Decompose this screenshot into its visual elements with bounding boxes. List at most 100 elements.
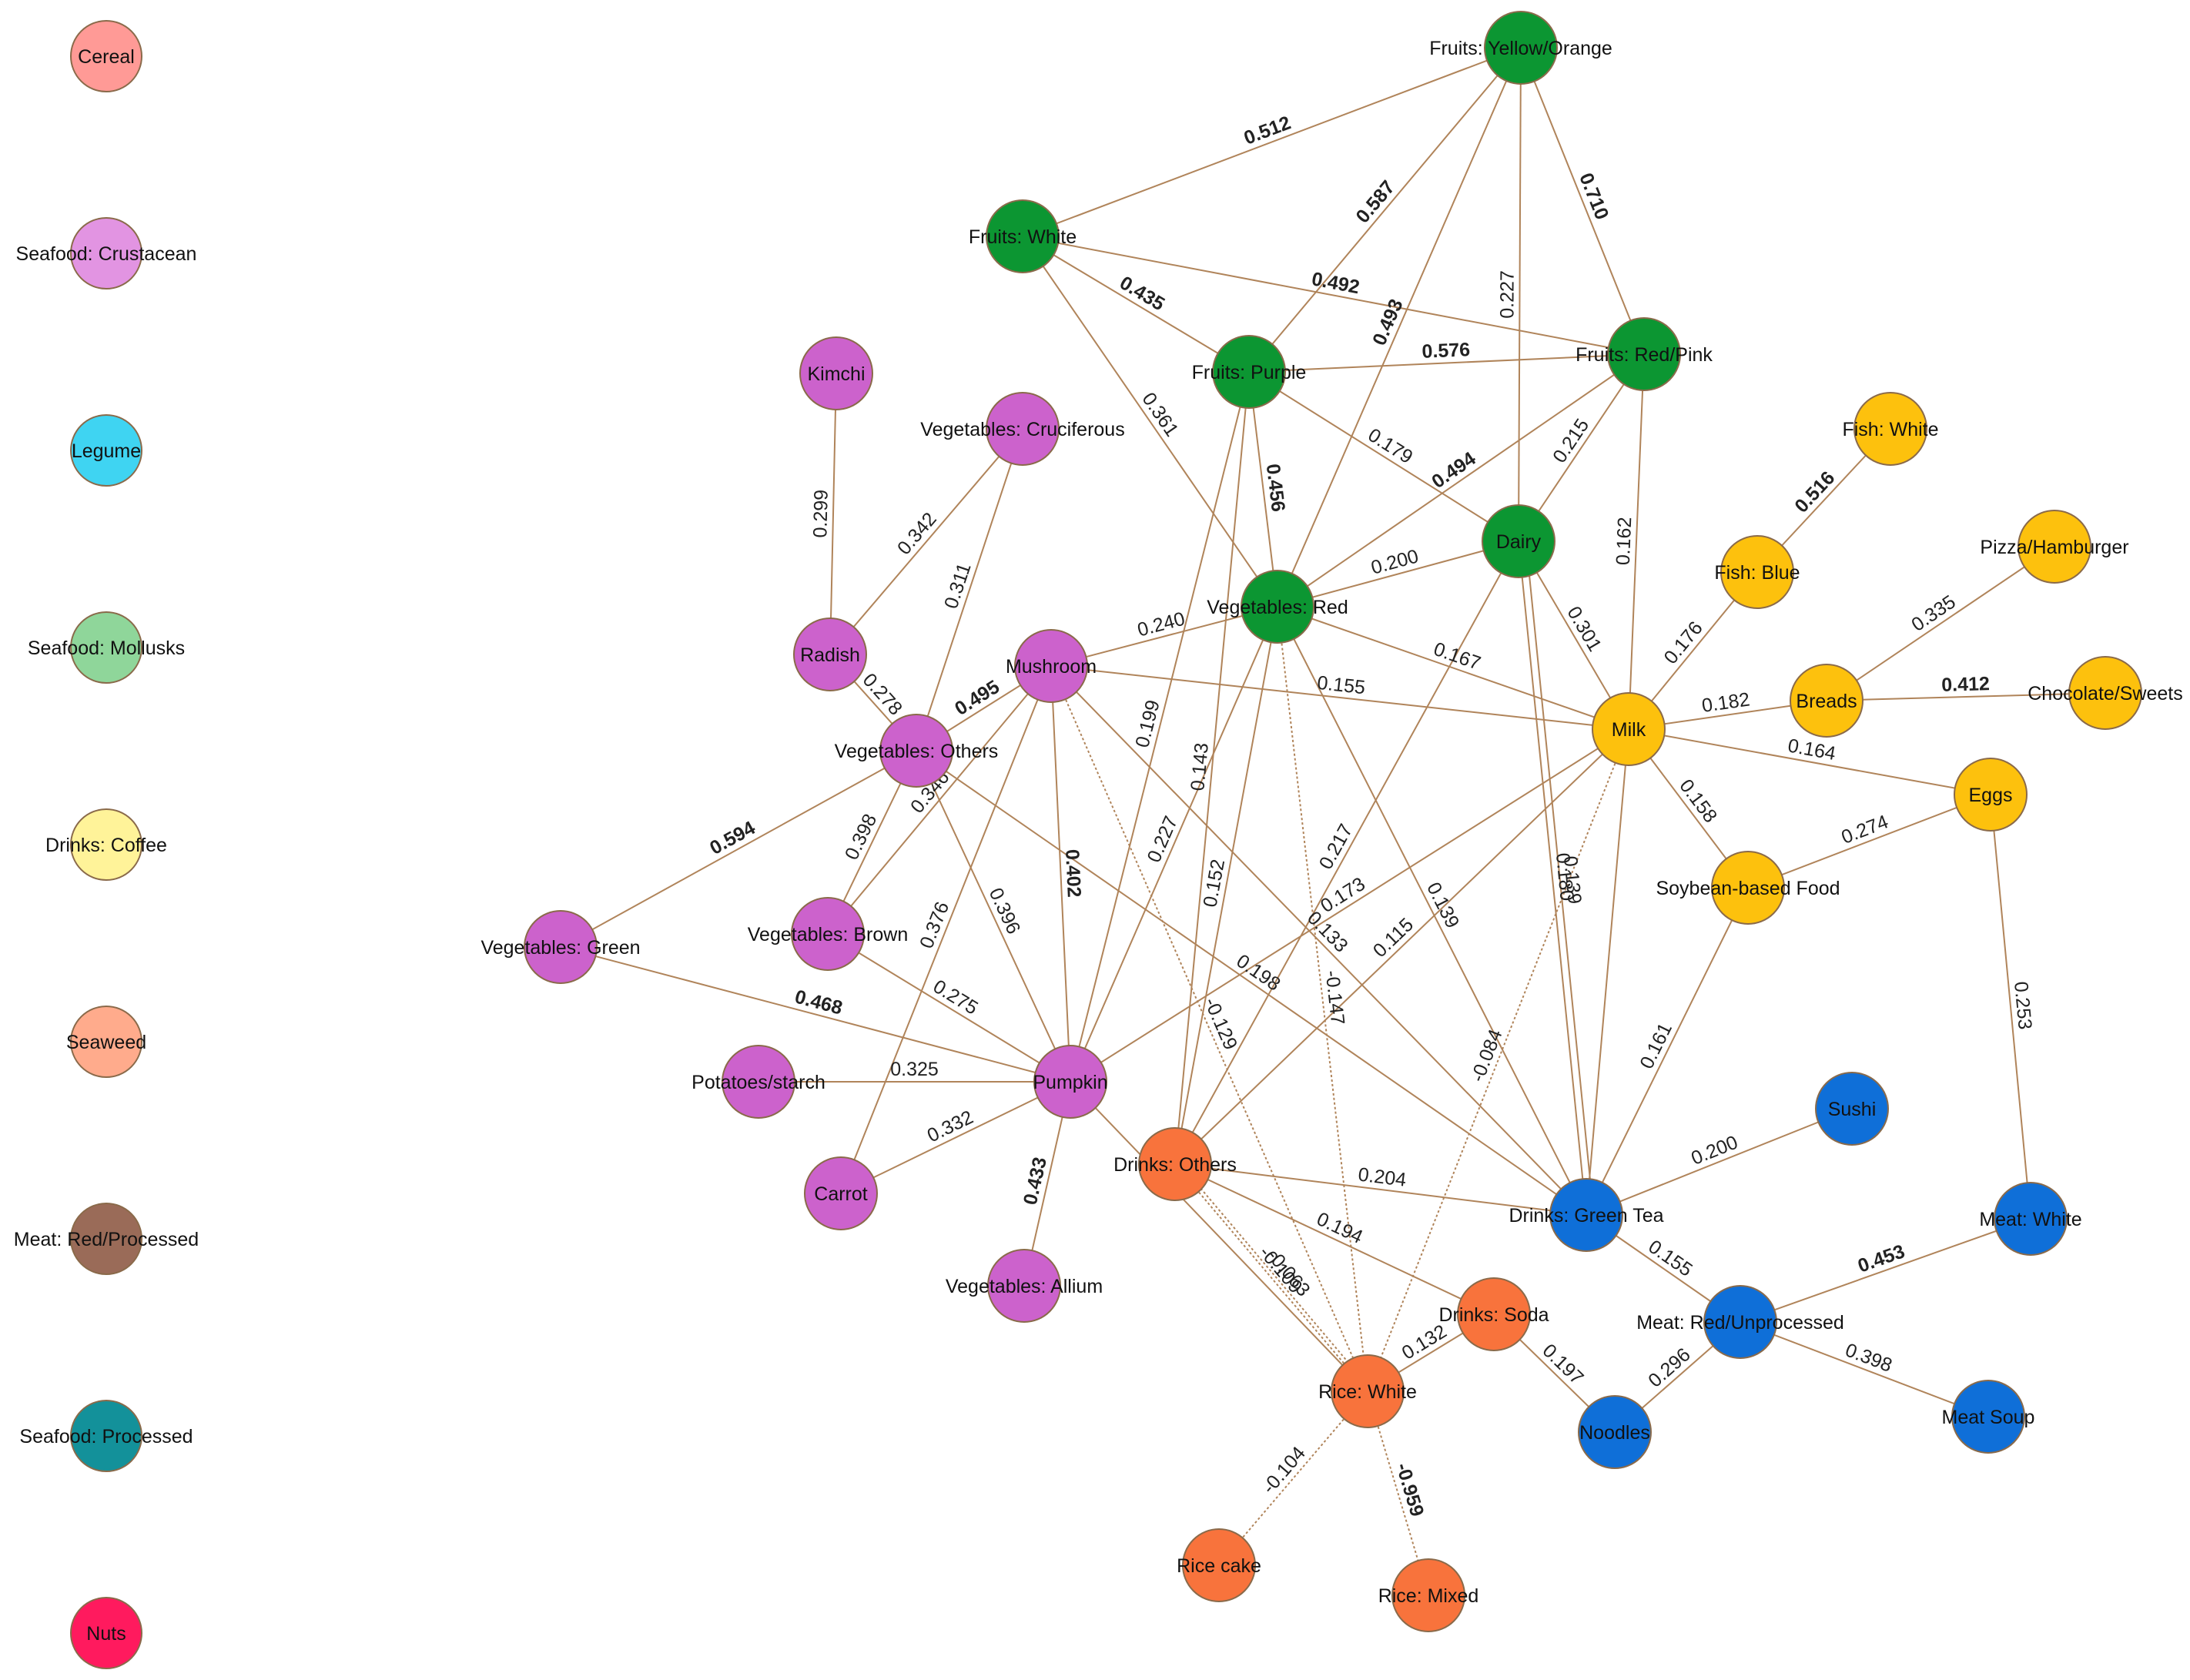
node-potatoes-starch[interactable]: Potatoes/starch	[691, 1045, 825, 1119]
edge-vegetables-others-pumpkin	[916, 750, 1071, 1083]
edges-layer	[560, 47, 2106, 1596]
edge-eggs-meat-white	[1990, 794, 2031, 1220]
edge-vegetables-red-drinks-others	[1174, 606, 1278, 1165]
edge-fruits-white-fruits-red-pink	[1022, 236, 1645, 355]
edge-drinks-others-rice-white	[1182, 1166, 1376, 1395]
node-meat-red-unprocessed[interactable]: Meat: Red/Unprocessed	[1636, 1285, 1844, 1359]
node-circle	[804, 1156, 878, 1230]
node-circle	[1790, 664, 1864, 738]
edge-rice-white-rice-cake	[1218, 1391, 1368, 1566]
node-vegetables-cruciferous[interactable]: Vegetables: Cruciferous	[920, 392, 1125, 466]
edge-fruits-purple-dairy	[1248, 371, 1519, 542]
legend-item-nuts: Nuts	[70, 1597, 142, 1669]
node-circle	[1182, 1528, 1256, 1602]
node-label: Pumpkin	[1033, 1072, 1107, 1093]
node-fish-blue[interactable]: Fish: Blue	[1714, 535, 1800, 609]
node-vegetables-red[interactable]: Vegetables: Red	[1207, 570, 1348, 644]
edge-dairy-drinks-green-tea	[1525, 544, 1595, 1219]
node-drinks-others[interactable]: Drinks: Others	[1113, 1127, 1237, 1201]
node-fish-white[interactable]: Fish: White	[1842, 392, 1939, 466]
edge-sushi-drinks-green-tea	[1586, 1108, 1853, 1216]
edge-milk-rice-white	[1367, 728, 1629, 1392]
edge-meat-white-meat-red-unprocessed	[1740, 1218, 2031, 1323]
node-label: Rice cake	[1177, 1555, 1261, 1577]
node-circle	[1711, 851, 1785, 925]
edge-vegetables-red-milk	[1277, 606, 1629, 730]
node-circle	[1703, 1285, 1777, 1359]
edge-weight-label: 0.199	[1131, 698, 1164, 749]
legend-label: Nuts	[86, 1623, 126, 1645]
edge-weight-label: 0.468	[792, 986, 845, 1019]
node-meat-white[interactable]: Meat: White	[1979, 1182, 2082, 1256]
node-label: Noodles	[1579, 1422, 1650, 1444]
edge-soybean-based-food-drinks-green-tea	[1586, 887, 1749, 1216]
edge-vegetables-brown-pumpkin	[827, 933, 1071, 1083]
edge-fruits-yellow-orange-fruits-white	[1022, 47, 1522, 237]
edge-weight-label: 0.433	[1020, 1155, 1051, 1206]
node-drinks-green-tea[interactable]: Drinks: Green Tea	[1509, 1178, 1664, 1252]
node-drinks-soda[interactable]: Drinks: Soda	[1438, 1277, 1549, 1351]
edge-vegetables-cruciferous-vegetables-others	[916, 428, 1023, 751]
edge-dairy-vegetables-red	[1277, 540, 1519, 607]
legend-item-seaweed: Seaweed	[66, 1006, 146, 1078]
edge-eggs-soybean-based-food	[1747, 794, 1991, 889]
edge-vegetables-red-rice-white	[1277, 606, 1368, 1392]
node-milk[interactable]: Milk	[1592, 692, 1666, 766]
node-chocolate-sweets[interactable]: Chocolate/Sweets	[2028, 656, 2183, 730]
node-breads[interactable]: Breads	[1790, 664, 1864, 738]
node-pumpkin[interactable]: Pumpkin	[1033, 1045, 1108, 1119]
node-rice-cake[interactable]: Rice cake	[1177, 1528, 1261, 1602]
node-circle	[2018, 510, 2091, 584]
node-label: Eggs	[1969, 785, 2013, 806]
edge-weight-label: 0.412	[1941, 673, 1990, 696]
node-vegetables-green[interactable]: Vegetables: Green	[481, 910, 641, 984]
legend-label: Legume	[72, 440, 141, 462]
edge-weight-label: 0.155	[1316, 672, 1366, 699]
edge-weight-label: -0.104	[1258, 1442, 1310, 1498]
node-soybean-based-food[interactable]: Soybean-based Food	[1656, 851, 1840, 925]
node-fruits-white[interactable]: Fruits: White	[969, 199, 1077, 273]
node-noodles[interactable]: Noodles	[1578, 1395, 1652, 1469]
edge-weight-label: 0.162	[1612, 517, 1636, 566]
node-label: Soybean-based Food	[1656, 878, 1840, 899]
node-fruits-red-pink[interactable]: Fruits: Red/Pink	[1576, 317, 1713, 391]
node-label: Vegetables: Red	[1207, 597, 1348, 618]
node-meat-soup[interactable]: Meat Soup	[1942, 1380, 2035, 1454]
node-label: Fruits: Purple	[1192, 362, 1307, 383]
node-radish[interactable]: Radish	[793, 617, 867, 691]
node-fruits-yellow-orange[interactable]: Fruits: Yellow/Orange	[1429, 11, 1612, 85]
node-pizza-hamburger[interactable]: Pizza/Hamburger	[1980, 510, 2129, 584]
edge-weight-label: 0.164	[1786, 735, 1838, 765]
edge-pumpkin-rice-white	[1070, 1081, 1368, 1392]
node-fruits-purple[interactable]: Fruits: Purple	[1192, 335, 1307, 409]
node-rice-white[interactable]: Rice: White	[1318, 1354, 1417, 1428]
node-eggs[interactable]: Eggs	[1954, 758, 2028, 832]
node-mushroom[interactable]: Mushroom	[1006, 629, 1097, 703]
node-circle	[1331, 1354, 1405, 1428]
edge-weight-label: -0.129	[1200, 995, 1241, 1053]
node-rice-mixed[interactable]: Rice: Mixed	[1378, 1558, 1479, 1632]
legend-label: Drinks: Coffee	[45, 835, 167, 856]
legend-swatch	[70, 414, 142, 487]
node-dairy[interactable]: Dairy	[1482, 504, 1555, 578]
legend-swatch	[70, 1203, 142, 1275]
node-circle	[524, 910, 598, 984]
edge-breads-chocolate-sweets	[1826, 692, 2106, 701]
node-label: Vegetables: Allium	[946, 1276, 1103, 1297]
node-vegetables-allium[interactable]: Vegetables: Allium	[946, 1249, 1103, 1323]
node-circle	[986, 199, 1060, 273]
legend-item-meat-red-processed: Meat: Red/Processed	[14, 1203, 199, 1275]
node-circle	[1578, 1395, 1652, 1469]
node-label: Potatoes/starch	[691, 1072, 825, 1093]
node-circle	[986, 392, 1060, 466]
node-kimchi[interactable]: Kimchi	[799, 336, 873, 410]
edge-fruits-purple-drinks-others	[1174, 371, 1250, 1165]
node-sushi[interactable]: Sushi	[1815, 1072, 1889, 1146]
legend-label: Seaweed	[66, 1032, 146, 1053]
node-vegetables-brown[interactable]: Vegetables: Brown	[748, 897, 908, 971]
node-vegetables-others[interactable]: Vegetables: Others	[835, 714, 999, 788]
node-carrot[interactable]: Carrot	[804, 1156, 878, 1230]
legend-item-cereal: Cereal	[70, 20, 142, 92]
